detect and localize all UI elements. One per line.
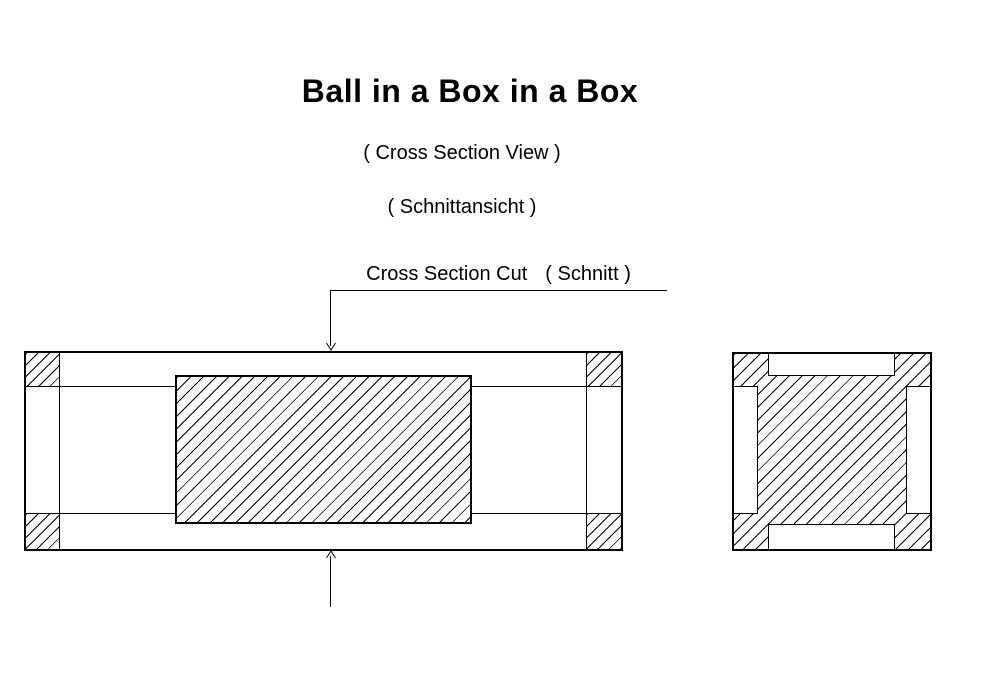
hatched-corner-top-left <box>26 353 59 386</box>
side-view-notch-bottom <box>768 524 895 549</box>
front-section-view <box>24 351 623 551</box>
cut-label: Cross Section Cut ( Schnitt ) <box>330 263 667 285</box>
hatched-corner-bottom-left <box>26 514 59 549</box>
subtitle-cross-section-view: ( Cross Section View ) <box>363 142 561 164</box>
cut-label-en: Cross Section Cut <box>366 263 528 285</box>
side-view-notch-right <box>906 386 930 514</box>
inner-wall-line-left <box>59 353 60 549</box>
side-section-view <box>732 352 932 551</box>
side-view-notch-top <box>768 354 895 376</box>
page-title: Ball in a Box in a Box <box>301 73 639 109</box>
cut-leader-line-top <box>330 290 331 346</box>
ball-core-hatched-rect <box>175 375 472 524</box>
subtitle-schnittansicht: ( Schnittansicht ) <box>387 196 537 218</box>
side-view-notch-left <box>734 386 758 514</box>
cut-label-underline <box>330 290 667 291</box>
hatched-corner-top-right <box>587 353 621 386</box>
hatched-corner-bottom-right <box>587 514 621 549</box>
arrow-down-icon <box>325 342 337 351</box>
inner-wall-line-right <box>586 353 587 549</box>
arrow-up-icon <box>325 550 337 559</box>
cut-leader-line-bottom <box>330 556 331 607</box>
cut-label-de: ( Schnitt ) <box>545 263 631 285</box>
